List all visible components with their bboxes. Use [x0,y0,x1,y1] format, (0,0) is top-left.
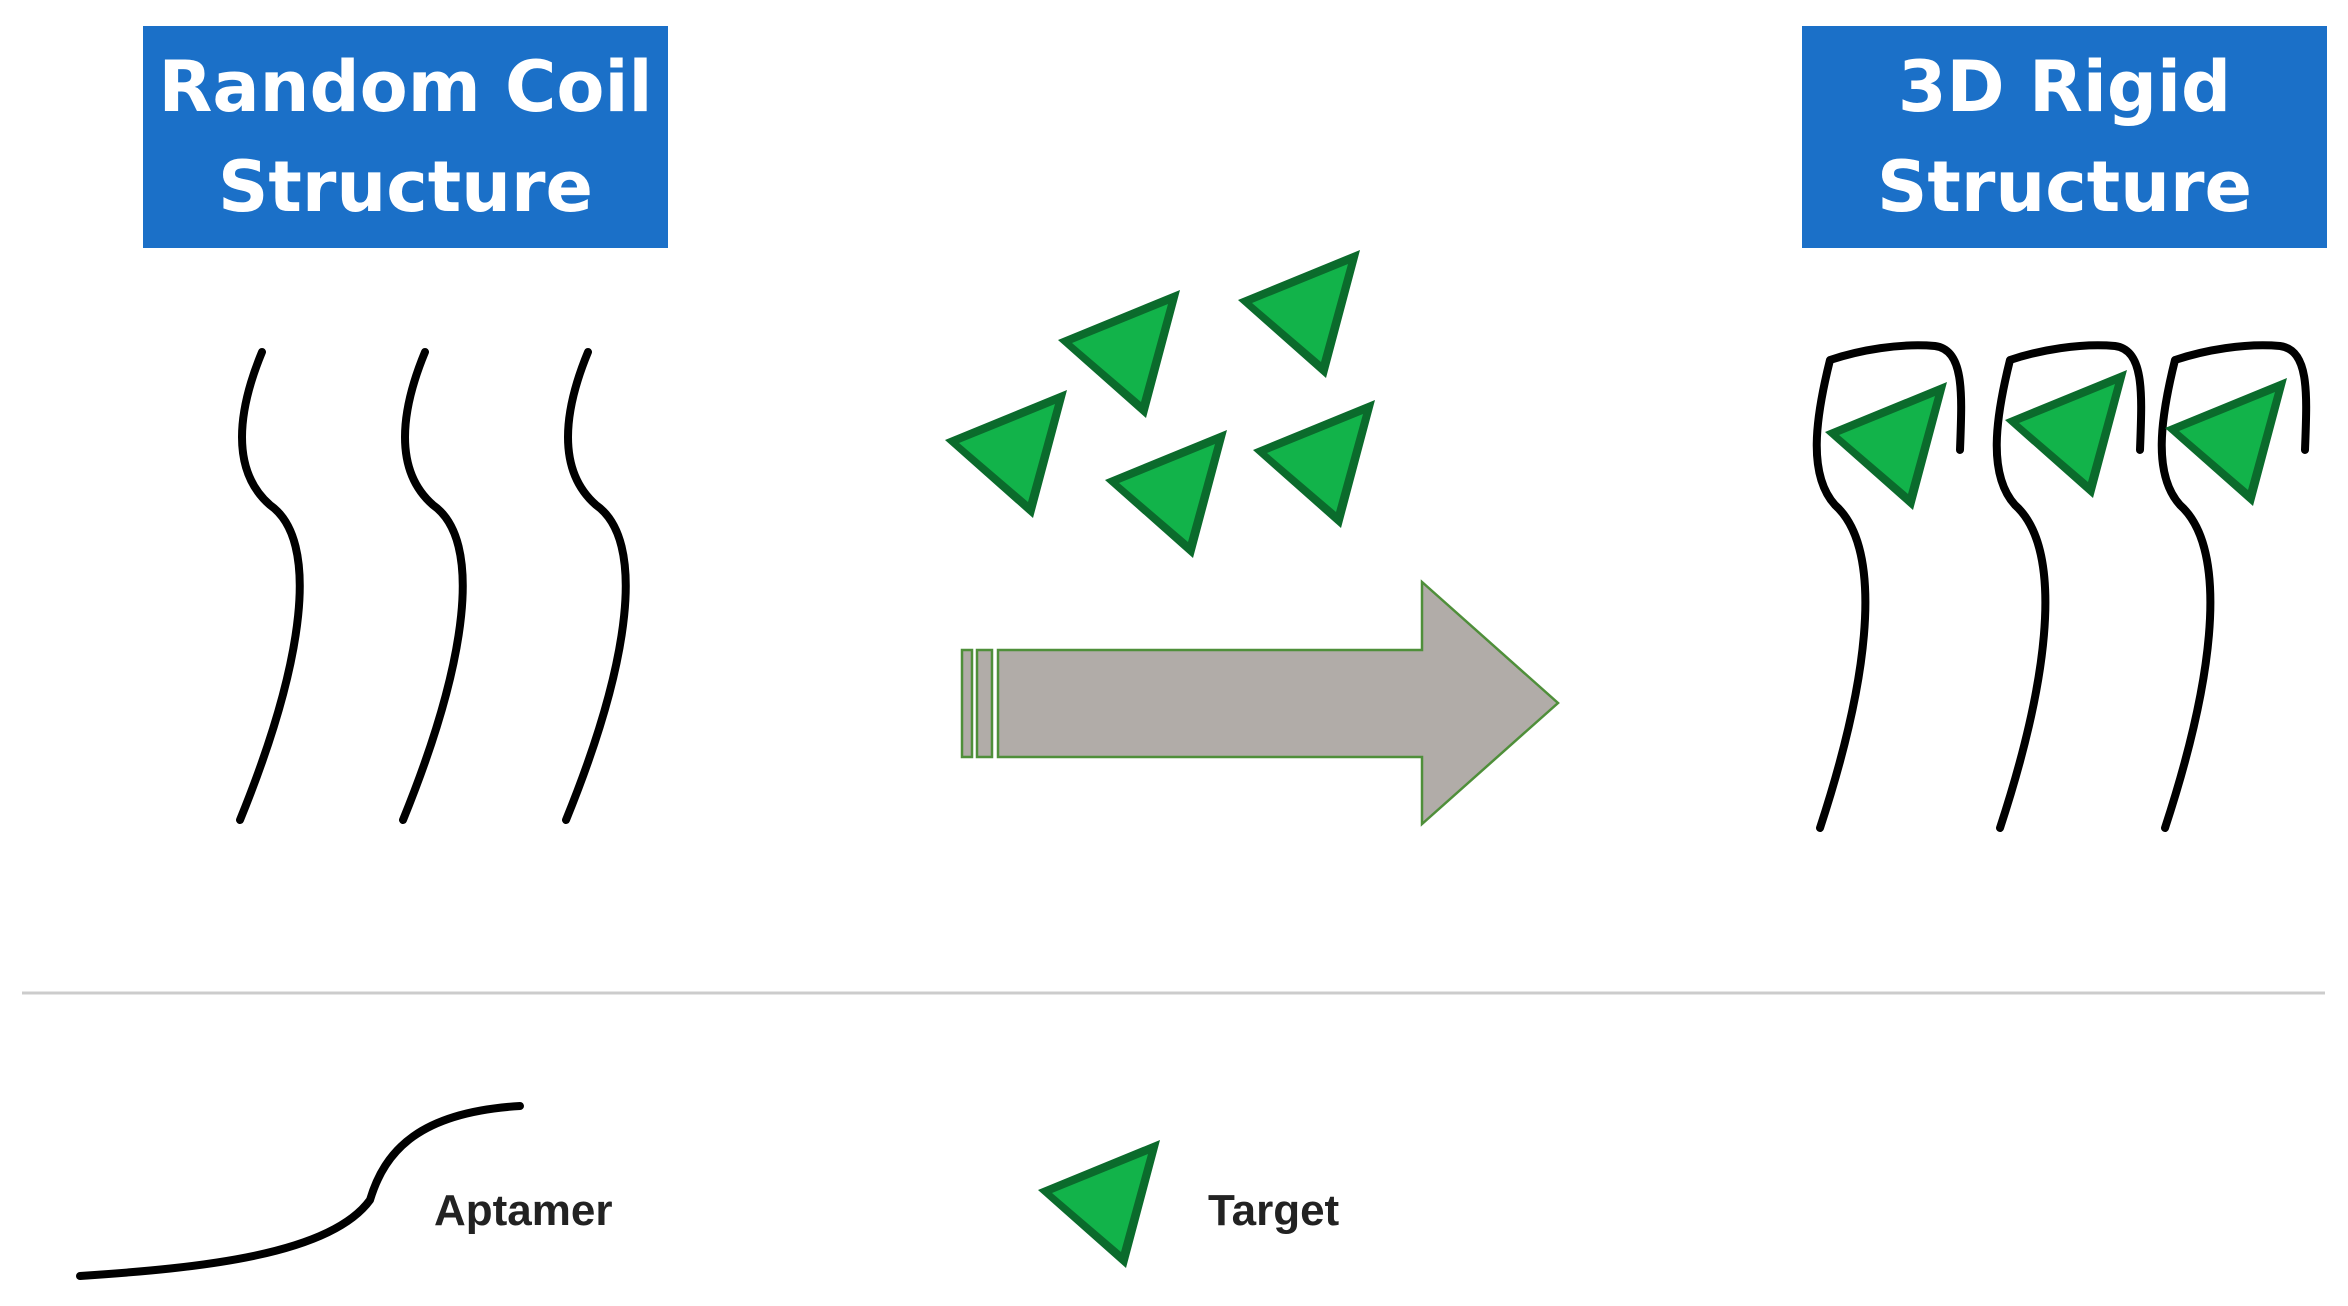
rigid-structure-title-line2: Structure [1876,146,2253,228]
random-coil-strands [236,348,630,824]
legend-aptamer-label: Aptamer [434,1186,613,1235]
rigid-structure-title-line1: 3D Rigid [1897,46,2232,128]
target-icon [1238,250,1360,378]
random-coil-title-line2: Structure [217,146,594,228]
target-cluster [945,250,1375,558]
target-icon [1253,400,1375,528]
rigid-aptamers [1812,341,2311,832]
binding-arrow [960,579,1560,827]
rigid-structure-title: 3D Rigid Structure [1802,26,2327,248]
rigid-aptamer-1 [1812,341,1966,832]
legend-target-label: Target [1208,1186,1340,1235]
target-icon [1058,290,1180,418]
target-icon [1105,430,1227,558]
rigid-aptamer-3 [2157,341,2311,832]
random-coil-strand-3 [562,348,630,824]
rigid-aptamer-2 [1992,341,2146,832]
random-coil-strand-1 [236,348,304,824]
legend-aptamer-icon [76,1102,524,1280]
random-coil-title-line1: Random Coil [158,46,653,128]
random-coil-title: Random Coil Structure [143,26,668,248]
legend-target-icon [1038,1140,1160,1268]
target-icon [945,390,1067,518]
random-coil-strand-2 [399,348,467,824]
